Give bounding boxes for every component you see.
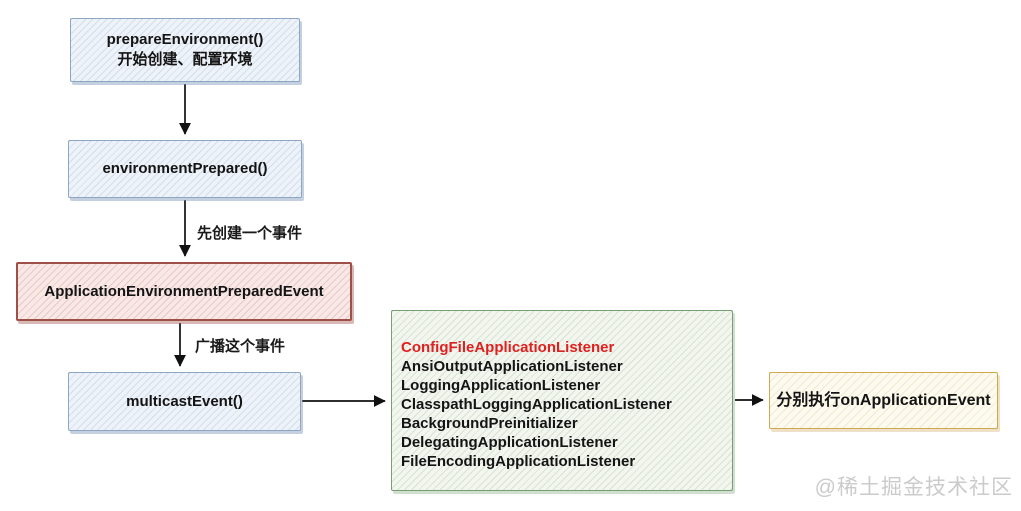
edge-label-broadcast-event: 广播这个事件 (195, 338, 286, 355)
node-application-environment-prepared-event: ApplicationEnvironmentPreparedEvent (16, 262, 352, 321)
node-execute-on-application-event: 分别执行onApplicationEvent (769, 372, 998, 429)
node-listener-list: ConfigFileApplicationListener AnsiOutput… (391, 310, 733, 491)
watermark: @稀土掘金技术社区 (814, 476, 1013, 499)
listener-item-delegating: DelegatingApplicationListener (401, 434, 618, 451)
node-multicast-event: multicastEvent() (68, 372, 301, 431)
listener-item-logging: LoggingApplicationListener (401, 377, 601, 394)
node-prepare-environment: prepareEnvironment() 开始创建、配置环境 (70, 18, 300, 82)
listener-item-file-encoding: FileEncodingApplicationListener (401, 453, 636, 470)
listener-item-classpath-logging: ClasspathLoggingApplicationListener (401, 396, 672, 413)
node-multicast-event-title: multicastEvent() (126, 392, 243, 410)
node-application-environment-prepared-event-title: ApplicationEnvironmentPreparedEvent (44, 282, 324, 300)
edge-label-create-event: 先创建一个事件 (197, 225, 303, 242)
node-execute-on-application-event-title: 分别执行onApplicationEvent (776, 391, 991, 409)
node-environment-prepared: environmentPrepared() (68, 140, 302, 198)
listener-item-config-file: ConfigFileApplicationListener (401, 339, 615, 356)
listener-item-ansi-output: AnsiOutputApplicationListener (401, 358, 623, 375)
node-prepare-environment-title: prepareEnvironment() (106, 31, 264, 48)
node-prepare-environment-subtitle: 开始创建、配置环境 (117, 51, 253, 68)
listener-item-background-preinitializer: BackgroundPreinitializer (401, 415, 578, 432)
node-environment-prepared-title: environmentPrepared() (102, 160, 268, 177)
